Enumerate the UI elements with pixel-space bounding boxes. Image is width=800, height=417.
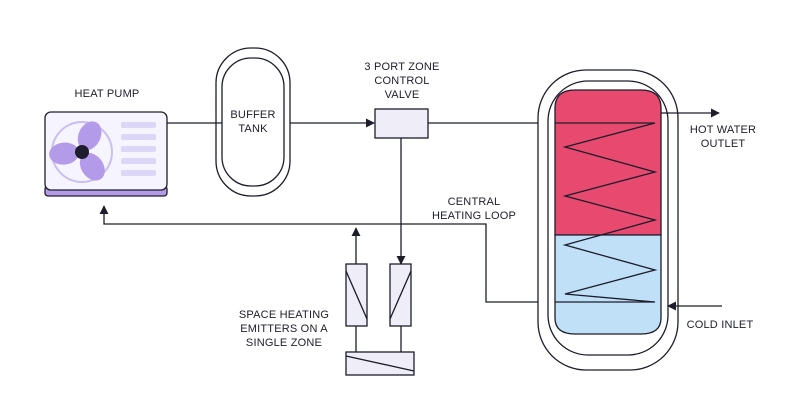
valve-label-line1: 3 PORT ZONE	[364, 61, 439, 73]
zone-control-valve: 3 PORT ZONE CONTROL VALVE	[364, 61, 439, 139]
hot-water-label-line2: OUTLET	[701, 138, 746, 150]
fan-icon	[49, 121, 105, 181]
valve-label-line3: VALVE	[385, 89, 420, 101]
central-heating-return-loop	[99, 205, 555, 303]
heating-coil	[555, 122, 658, 303]
buffer-tank: BUFFER TANK	[215, 47, 291, 197]
emitters-label-line1: SPACE HEATING	[239, 309, 329, 321]
heat-pump: HEAT PUMP	[44, 88, 168, 197]
cold-zone	[554, 234, 662, 335]
central-heating-label-line1: CENTRAL	[448, 196, 501, 208]
heat-pump-panel	[121, 122, 156, 176]
pipework	[99, 118, 555, 352]
hot-zone	[554, 89, 662, 236]
buffer-tank-label-line1: BUFFER	[230, 109, 275, 121]
valve-body	[374, 108, 429, 139]
emitters-label-line3: SINGLE ZONE	[246, 337, 322, 349]
cold-inlet-label: COLD INLET	[687, 319, 754, 331]
buffer-tank-inner	[221, 57, 285, 187]
space-heating-emitters: SPACE HEATING EMITTERS ON A SINGLE ZONE	[239, 263, 415, 376]
hot-water-label-line1: HOT WATER	[690, 124, 756, 136]
heat-pump-label: HEAT PUMP	[75, 88, 140, 100]
buffer-tank-label-line2: TANK	[238, 123, 268, 135]
hot-water-cylinder	[537, 69, 679, 371]
fan-hub	[75, 145, 89, 159]
valve-label-line2: CONTROL	[374, 75, 429, 87]
central-heating-label-line2: HEATING LOOP	[432, 210, 516, 222]
emitters-label-line2: EMITTERS ON A	[240, 323, 328, 335]
